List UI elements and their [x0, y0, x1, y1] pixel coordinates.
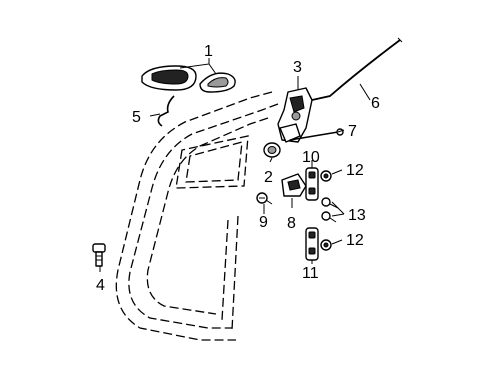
- callout-12-upper: 12: [346, 162, 364, 179]
- hinge-bolt-part-lower: [321, 211, 337, 223]
- rod-clip-part: [157, 95, 175, 127]
- bolt-part: [92, 243, 106, 267]
- hinge-bolt-part-upper: [321, 197, 339, 209]
- callout-12-lower: 12: [346, 232, 364, 249]
- nut-part-upper: [320, 170, 332, 182]
- callout-7: 7: [348, 123, 357, 140]
- cable-part: [311, 37, 403, 101]
- callout-1: 1: [204, 43, 213, 60]
- bumper-part: [263, 142, 281, 158]
- callout-9: 9: [259, 214, 268, 231]
- screw-part: [256, 192, 273, 205]
- callout-5: 5: [132, 109, 141, 126]
- leader-lines: [99, 58, 371, 272]
- callout-10: 10: [302, 149, 320, 166]
- callout-8: 8: [287, 215, 296, 232]
- callout-2: 2: [264, 169, 273, 186]
- upper-hinge-part: [305, 167, 319, 201]
- striker-part: [281, 173, 307, 197]
- lock-module-part: [277, 87, 313, 143]
- callout-6: 6: [371, 95, 380, 112]
- callout-3: 3: [293, 59, 302, 76]
- callout-13: 13: [348, 207, 366, 224]
- nut-part-lower: [320, 239, 332, 251]
- lower-hinge-part: [305, 227, 319, 261]
- outside-handle-part: [141, 65, 236, 93]
- door-outline: [115, 91, 279, 341]
- callout-11: 11: [302, 265, 319, 282]
- callout-labels: 1 2 3 4 5 6 7 8 9 10 11 12 12 13: [96, 43, 380, 294]
- callout-4: 4: [96, 277, 105, 294]
